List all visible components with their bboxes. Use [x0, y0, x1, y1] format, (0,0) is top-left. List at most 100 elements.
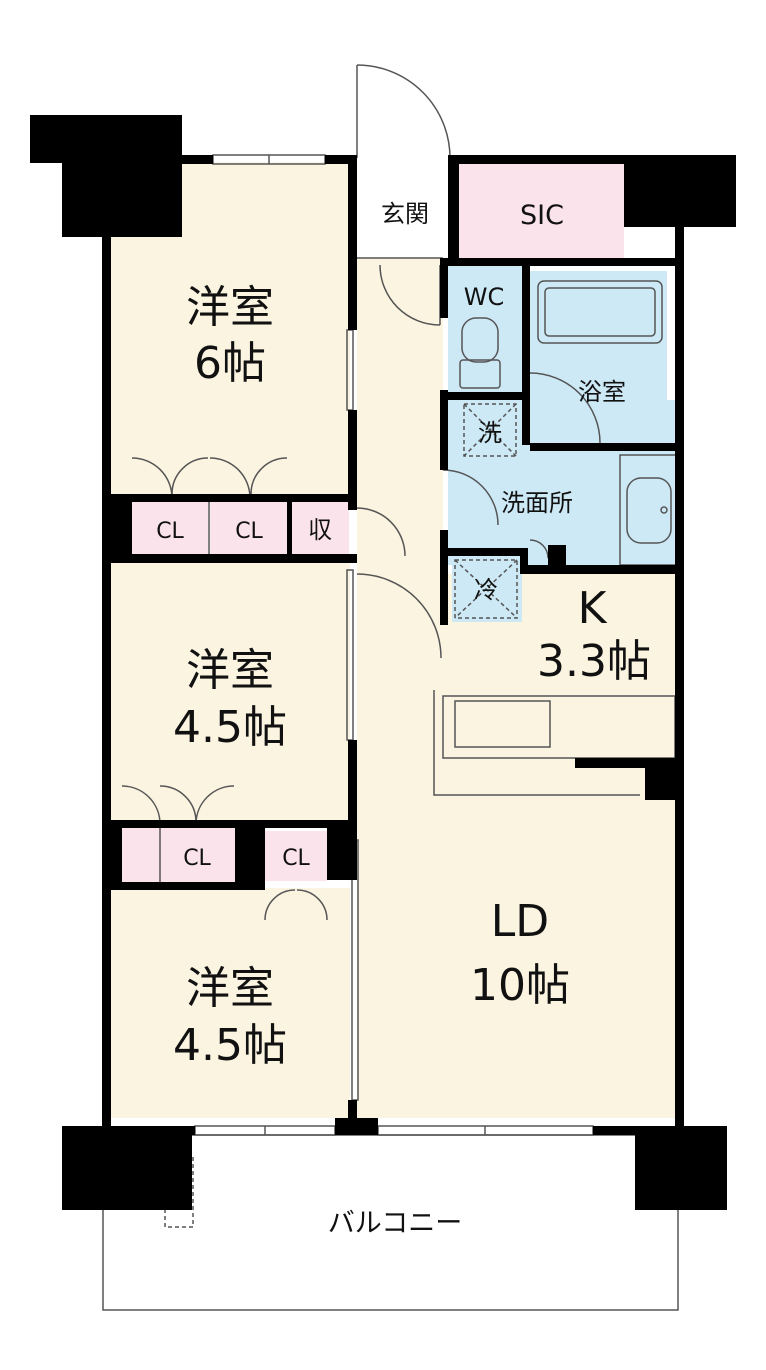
wall-bottom-right [593, 1126, 635, 1135]
wall-washroom-bottom-left [448, 548, 528, 556]
ld-size: 10帖 [470, 960, 570, 1011]
closet-4-floor [265, 831, 327, 881]
floor-fills [110, 162, 676, 1118]
ldk-floor [357, 574, 675, 1118]
wall-room-divider-4 [348, 1100, 357, 1126]
labels: 洋室 6帖 洋室 4.5帖 洋室 4.5帖 玄関 SIC WC 浴室 洗 洗面所… [156, 200, 651, 1239]
ld-name: LD [491, 896, 549, 947]
bath-label: 浴室 [578, 378, 626, 406]
room-western-45-bottom-size: 4.5帖 [173, 1020, 287, 1071]
sic-floor [459, 164, 624, 265]
closet-2-label: CL [235, 519, 263, 544]
wall-entrance-right [448, 155, 459, 265]
kitchen-island-outline [433, 690, 640, 796]
wall-wet-left-3 [440, 530, 448, 625]
sic-label: SIC [520, 200, 564, 231]
wall-washroom-post [548, 545, 566, 574]
bath-door [529, 372, 601, 444]
closet-door-3 [121, 785, 235, 825]
wall-kitchen-step [575, 758, 645, 768]
wall-closet-side [102, 494, 132, 563]
entrance-label: 玄関 [381, 200, 429, 228]
wall-top-left [182, 155, 213, 164]
bathtub-inner [544, 287, 656, 337]
washroom-door [529, 539, 549, 559]
balcony-label: バルコニー [328, 1208, 462, 1239]
front-door-swing [356, 64, 451, 159]
fridge-diag-2 [454, 559, 518, 619]
entrance-floor [357, 162, 455, 258]
wall-wet-left-2 [440, 390, 448, 470]
room-western-6-name: 洋室 [186, 282, 274, 333]
storage-door [356, 507, 406, 557]
toilet-bowl [461, 317, 499, 363]
wall-closet-side-2 [102, 820, 122, 890]
corner-block-bottom-left [62, 1126, 192, 1210]
closet-3-floor [122, 826, 235, 884]
fridge-label: 冷 [474, 576, 498, 604]
wall-room-divider-3 [348, 740, 357, 840]
washer-pan [463, 403, 517, 457]
closet-3-label: CL [183, 846, 211, 871]
vanity-tap [660, 506, 668, 514]
wall-room-divider [348, 162, 357, 330]
room-western-45-middle-size: 4.5帖 [173, 702, 287, 753]
wall-closet-row-2 [102, 820, 357, 828]
wc-door [442, 469, 499, 526]
kitchen-size: 3.3帖 [537, 636, 651, 687]
vanity-basin [626, 477, 672, 544]
doors [121, 64, 601, 921]
closet-4-label: CL [282, 846, 310, 871]
room-western-6-size: 6帖 [194, 338, 266, 389]
wall-closet-row-bottom [102, 554, 357, 563]
wall-kitchen-post [645, 758, 675, 800]
corner-block-top-left-lower [62, 115, 182, 237]
wall-bath-bottom [530, 443, 675, 451]
washer-label: 洗 [478, 419, 502, 447]
wall-wet-left [440, 258, 448, 318]
closet-2-floor [210, 498, 287, 554]
wall-top-entry [448, 155, 624, 164]
walls [30, 115, 736, 1210]
wall-wc-bottom [448, 392, 530, 400]
closet-door-2 [209, 457, 288, 499]
closet-1-label: CL [156, 519, 184, 544]
toilet-tank [459, 359, 501, 389]
wall-bottom-mid [335, 1118, 378, 1135]
washroom-floor [448, 400, 676, 565]
corner-block-top-right [624, 155, 736, 227]
room-western-45-middle-name: 洋室 [186, 645, 274, 696]
closet-door-1 [131, 457, 209, 499]
wall-closet-sep-2 [235, 820, 265, 890]
room-western-45-bottom-floor [110, 888, 350, 1118]
wall-right [675, 225, 684, 1126]
fridge-space [454, 559, 518, 619]
closet-door-4 [264, 889, 328, 921]
hallway-floor [357, 258, 443, 574]
wall-room-divider-2 [348, 410, 357, 510]
wall-closet-4-right [327, 820, 357, 880]
wall-bottom-left [192, 1126, 195, 1135]
wall-washroom-bottom [520, 565, 684, 574]
storage-floor [292, 498, 349, 554]
room-western-45-bottom-name: 洋室 [186, 963, 274, 1014]
wall-closet-row [102, 494, 357, 502]
closet-1-floor [132, 498, 208, 554]
entrance-inner-door [379, 264, 441, 326]
wall-top-mid [325, 155, 357, 164]
bathtub [537, 280, 663, 344]
wall-left [102, 162, 111, 1126]
washroom-label: 洗面所 [501, 489, 573, 517]
washer-diag-2 [463, 403, 517, 457]
hall-door [356, 573, 442, 659]
wall-closet-sep [287, 494, 292, 563]
wc-label: WC [464, 283, 505, 311]
room-western-45-middle-floor [110, 563, 350, 823]
wall-entrance-bottom [448, 258, 684, 266]
kitchen-name: K [578, 583, 608, 634]
wall-closet-row-2-bottom [102, 882, 262, 890]
wall-fridge-right [520, 556, 528, 574]
kitchen-sink [454, 700, 551, 748]
wall-wc-right [522, 265, 530, 445]
